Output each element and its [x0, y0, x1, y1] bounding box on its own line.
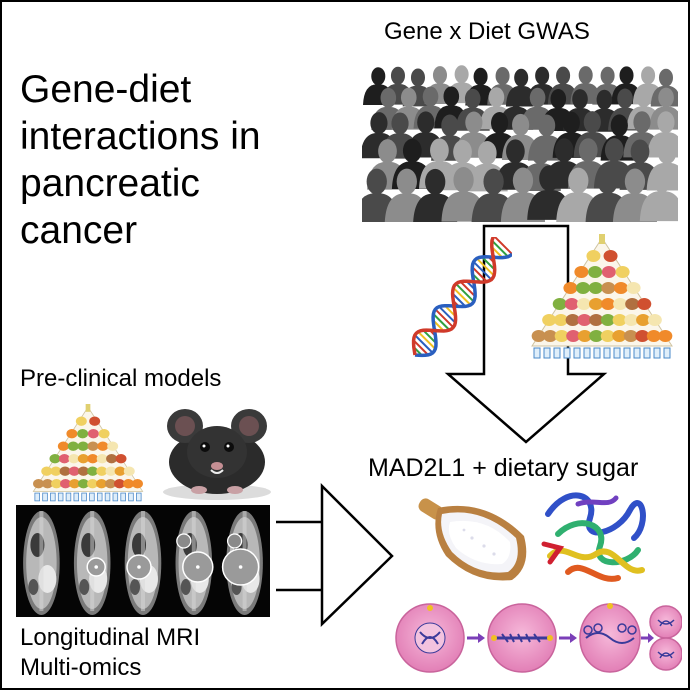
preclinical-label: Pre-clinical models	[20, 365, 222, 392]
omics-label: Multi-omics	[20, 654, 142, 681]
protein-structure-icon	[541, 492, 646, 582]
dna-helix-icon	[411, 237, 512, 358]
mri-label: Longitudinal MRI	[20, 624, 201, 651]
mri-slice	[23, 511, 60, 615]
title-line-2: interactions in	[20, 115, 261, 158]
food-pyramid-icon	[32, 404, 144, 502]
cell-division-icon	[395, 603, 682, 673]
title: Gene-diet interactions in pancreatic can…	[20, 66, 320, 254]
merge-arrow-icon	[276, 482, 394, 627]
mri-slice	[73, 511, 111, 615]
title-line-4: cancer	[20, 209, 138, 252]
mri-scan-icon	[16, 505, 270, 617]
gwas-label: Gene x Diet GWAS	[384, 18, 590, 45]
title-line-3: pancreatic	[20, 162, 200, 205]
mri-slice	[175, 511, 214, 615]
food-pyramid-icon	[531, 234, 673, 359]
title-line-1: Gene-diet	[20, 68, 192, 111]
mri-slice	[221, 511, 263, 615]
mri-slice	[124, 511, 162, 615]
result-label: MAD2L1 + dietary sugar	[368, 454, 639, 482]
person-silhouette	[639, 166, 678, 222]
mouse-icon	[163, 409, 271, 500]
crowd-silhouettes-icon	[362, 65, 678, 222]
sugar-scoop-icon	[418, 498, 527, 581]
